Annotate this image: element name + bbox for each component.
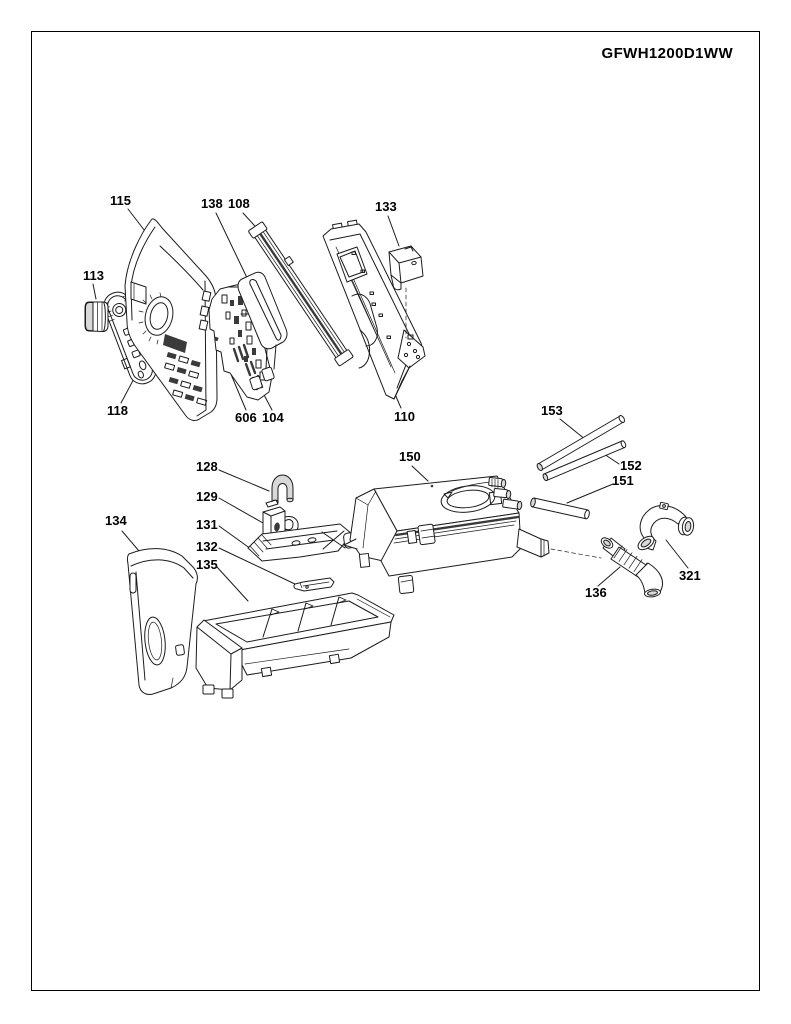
- part-138-drawing: [237, 271, 288, 391]
- part-152-drawing: [542, 440, 627, 482]
- part-label-108: 108: [228, 196, 250, 211]
- part-136-drawing: [600, 537, 663, 598]
- part-label-129: 129: [196, 489, 218, 504]
- part-110-drawing: [322, 219, 426, 400]
- part-label-113: 113: [83, 268, 104, 283]
- part-label-152: 152: [620, 458, 642, 473]
- part-132-drawing: [293, 577, 335, 592]
- page-border: [31, 31, 760, 991]
- part-label-150: 150: [399, 449, 421, 464]
- part-113-drawing: [84, 301, 109, 332]
- part-150-drawing: [343, 475, 602, 594]
- part-label-151: 151: [612, 473, 634, 488]
- part-108-drawing: [248, 221, 354, 367]
- part-label-134: 134: [105, 513, 127, 528]
- part-133-drawing: [388, 245, 424, 339]
- part-label-110: 110: [394, 409, 415, 424]
- part-label-131: 131: [196, 517, 218, 532]
- part-label-153: 153: [541, 403, 563, 418]
- part-label-133: 133: [375, 199, 397, 214]
- part-153-drawing: [536, 415, 625, 471]
- part-label-104: 104: [262, 410, 284, 425]
- part-151-drawing: [530, 497, 590, 520]
- part-321-drawing: [637, 501, 695, 551]
- model-number: GFWH1200D1WW: [601, 45, 733, 62]
- part-label-138: 138: [201, 196, 223, 211]
- part-label-321: 321: [679, 568, 701, 583]
- part-label-128: 128: [196, 459, 218, 474]
- part-115-drawing: [124, 218, 218, 421]
- part-label-132: 132: [196, 539, 218, 554]
- part-134-drawing: [126, 548, 198, 695]
- part-label-136: 136: [585, 585, 607, 600]
- part-label-118: 118: [107, 403, 128, 418]
- leader-lines: [92, 208, 689, 602]
- part-128-drawing: [271, 474, 294, 505]
- part-606-drawing: [214, 336, 219, 342]
- part-label-135: 135: [196, 557, 218, 572]
- part-label-115: 115: [110, 193, 131, 208]
- part-135-drawing: [195, 592, 395, 699]
- part-label-606: 606: [235, 410, 257, 425]
